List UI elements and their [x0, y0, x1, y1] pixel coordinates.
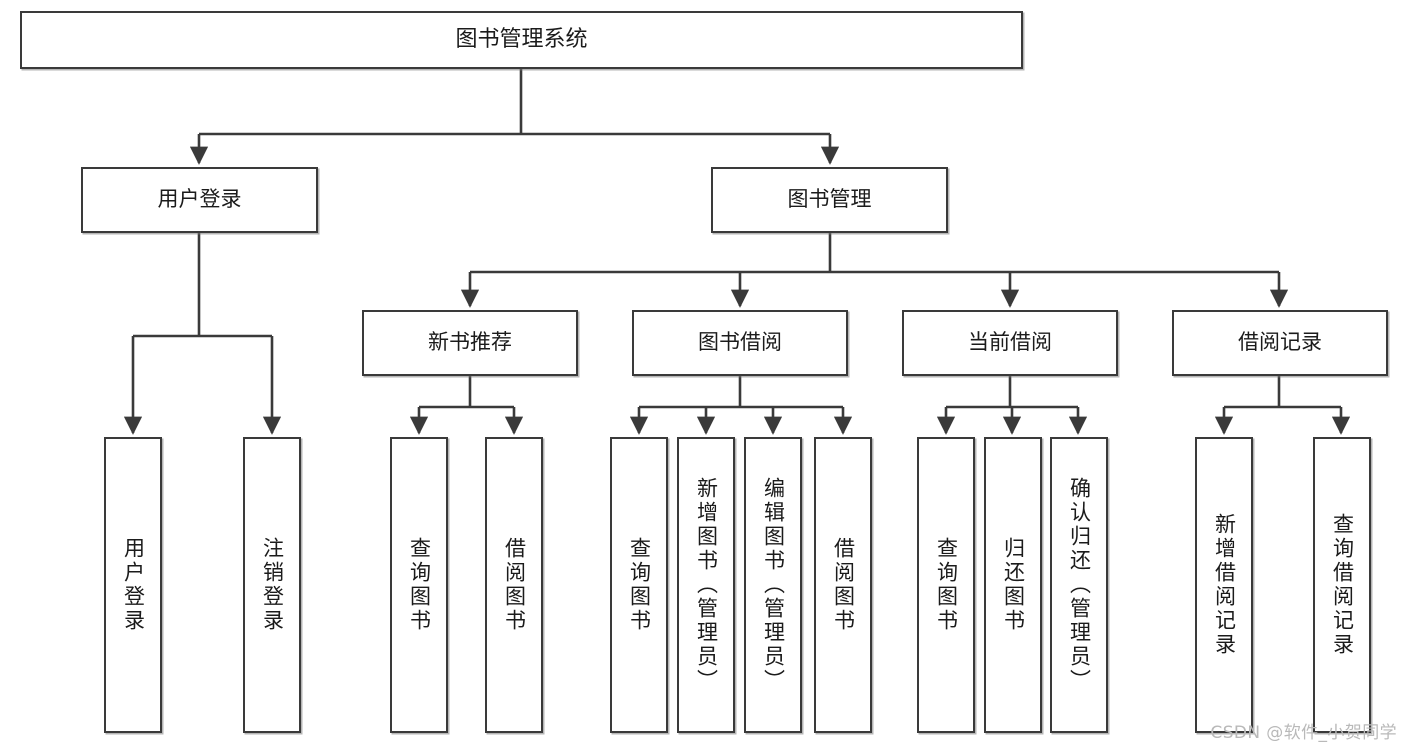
- node-leaf-user-login-signout[interactable]: 注销登录: [243, 437, 301, 733]
- node-label: 当前借阅: [968, 330, 1052, 355]
- node-leaf-book-borrow-edit[interactable]: 编辑图书（管理员）: [744, 437, 802, 733]
- node-current-borrow[interactable]: 当前借阅: [902, 310, 1118, 376]
- node-label: 用户登录: [157, 187, 242, 212]
- node-leaf-current-borrow-query[interactable]: 查询图书: [917, 437, 975, 733]
- node-label: 新增借阅记录: [1212, 513, 1237, 657]
- node-label: 图书管理: [787, 187, 872, 212]
- node-leaf-book-borrow-add[interactable]: 新增图书（管理员）: [677, 437, 735, 733]
- node-label: 注销登录: [260, 537, 285, 633]
- node-leaf-user-login-signin[interactable]: 用户登录: [104, 437, 162, 733]
- node-leaf-current-borrow-return[interactable]: 归还图书: [984, 437, 1042, 733]
- node-label: 借阅图书: [502, 537, 527, 633]
- node-label: 确认归还（管理员）: [1067, 477, 1092, 693]
- node-new-book-recommend[interactable]: 新书推荐: [362, 310, 578, 376]
- node-label: 借阅记录: [1238, 330, 1322, 355]
- node-leaf-new-book-query[interactable]: 查询图书: [390, 437, 448, 733]
- node-root-book-management-system[interactable]: 图书管理系统: [20, 11, 1023, 69]
- node-user-login[interactable]: 用户登录: [81, 167, 318, 233]
- node-label: 新增图书（管理员）: [694, 477, 719, 693]
- node-label: 查询图书: [627, 537, 652, 633]
- node-leaf-book-borrow-query[interactable]: 查询图书: [610, 437, 668, 733]
- node-label: 查询图书: [934, 537, 959, 633]
- node-label: 图书管理系统: [455, 26, 588, 52]
- node-label: 查询图书: [407, 537, 432, 633]
- node-leaf-borrow-record-query[interactable]: 查询借阅记录: [1313, 437, 1371, 733]
- node-leaf-book-borrow-borrow[interactable]: 借阅图书: [814, 437, 872, 733]
- node-label: 新书推荐: [428, 330, 512, 355]
- node-label: 借阅图书: [831, 537, 856, 633]
- node-borrow-record[interactable]: 借阅记录: [1172, 310, 1388, 376]
- node-label: 编辑图书（管理员）: [761, 477, 786, 693]
- node-label: 归还图书: [1001, 537, 1026, 633]
- node-leaf-borrow-record-add[interactable]: 新增借阅记录: [1195, 437, 1253, 733]
- node-label: 图书借阅: [698, 330, 782, 355]
- node-book-borrow[interactable]: 图书借阅: [632, 310, 848, 376]
- node-leaf-current-borrow-confirm-return[interactable]: 确认归还（管理员）: [1050, 437, 1108, 733]
- node-label: 查询借阅记录: [1330, 513, 1355, 657]
- node-label: 用户登录: [121, 537, 146, 633]
- node-leaf-new-book-borrow[interactable]: 借阅图书: [485, 437, 543, 733]
- node-book-management[interactable]: 图书管理: [711, 167, 948, 233]
